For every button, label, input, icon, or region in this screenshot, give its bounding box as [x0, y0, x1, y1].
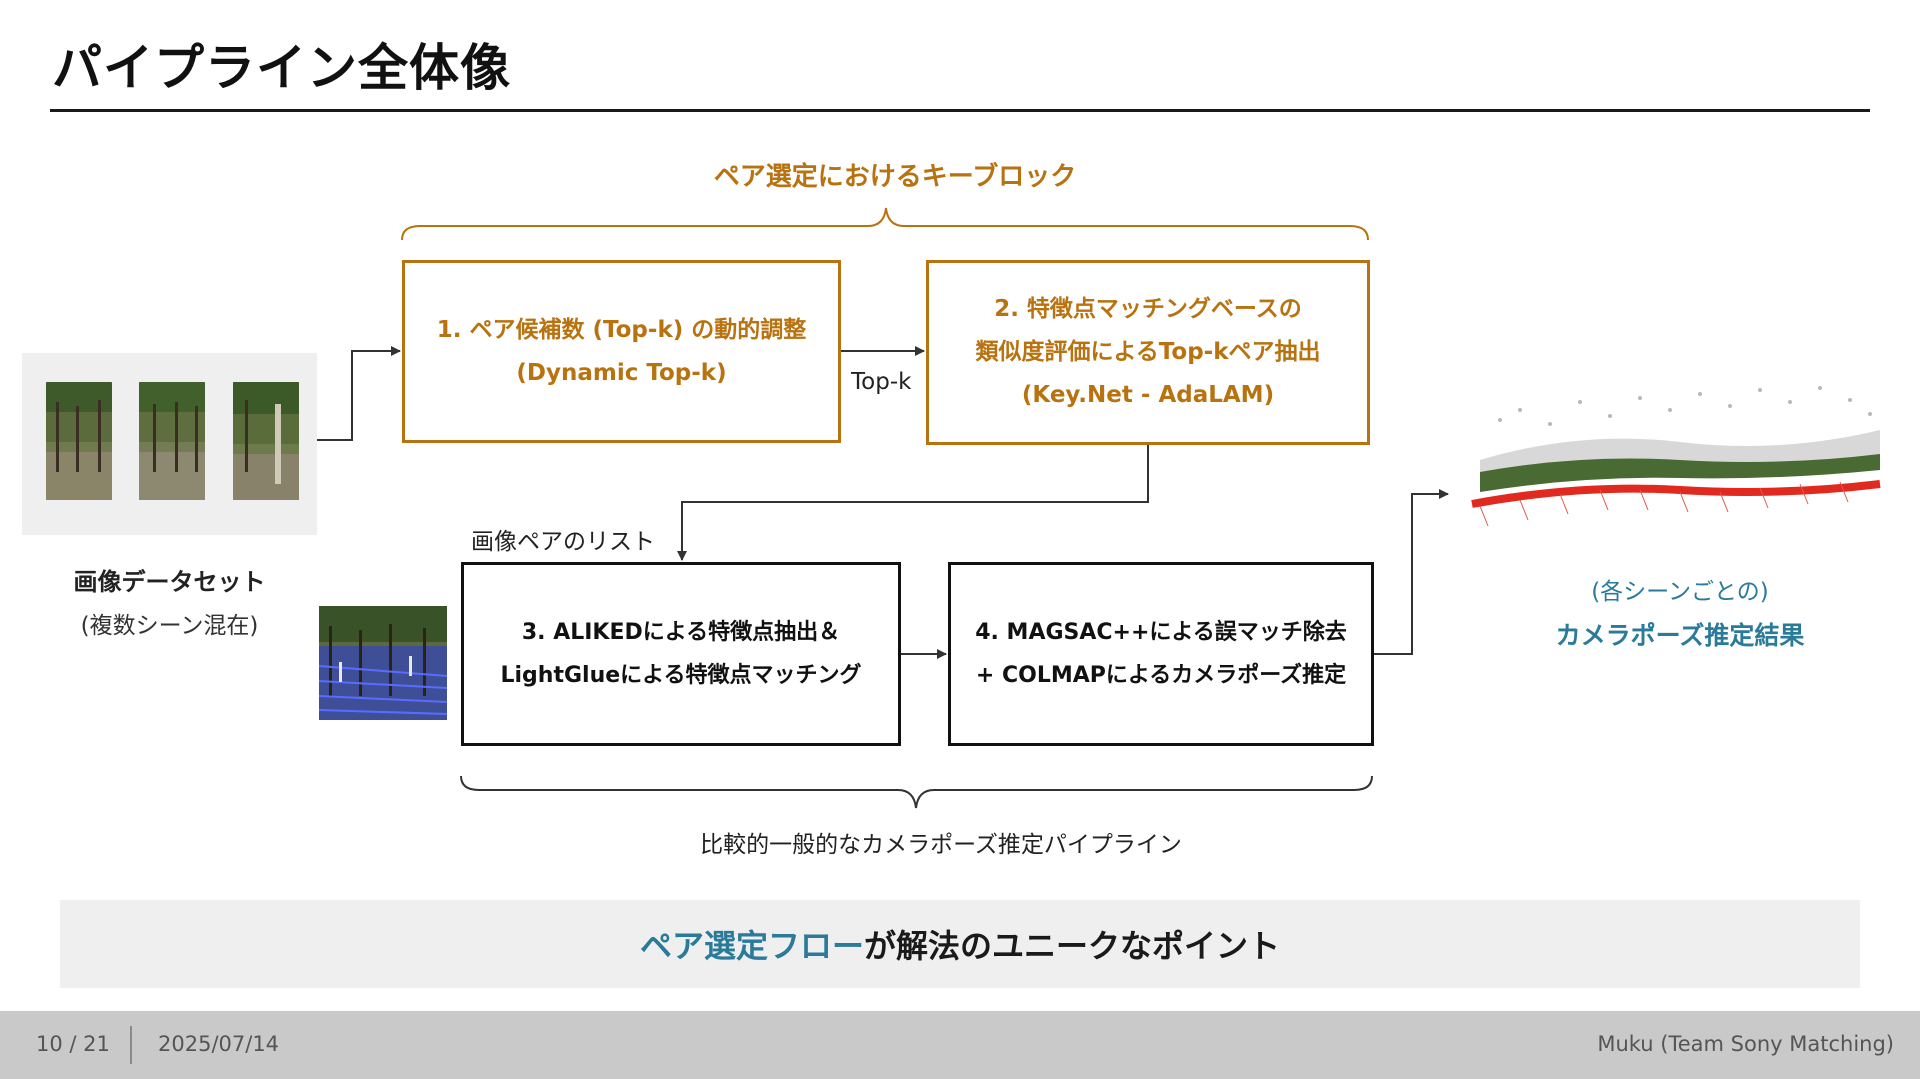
step1-line1: 1. ペア候補数 (Top-k) の動的調整: [436, 316, 807, 343]
step2-line3: (Key.Net - AdaLAM): [1021, 382, 1275, 408]
slide-footer: 10 / 21 2025/07/14 Muku (Team Sony Match…: [0, 1011, 1920, 1079]
arrow-box2-to-box3: [677, 445, 1149, 561]
footer-author: Muku (Team Sony Matching): [1597, 1032, 1894, 1056]
arrow-box4-to-result: [1374, 489, 1449, 655]
topk-arrow-label: Top-k: [851, 369, 912, 395]
step4-box: 4. MAGSAC++による誤マッチ除去 + COLMAPによるカメラポーズ推定: [948, 562, 1374, 746]
banner-text: が解法のユニークなポイント: [864, 927, 1281, 965]
step3-line2: LightGlueによる特徴点マッチング: [500, 663, 862, 688]
top-brace: [401, 207, 1369, 241]
step4-line2: + COLMAPによるカメラポーズ推定: [975, 663, 1347, 688]
matching-visualization-image: [319, 606, 447, 720]
pipeline-label: 比較的一般的なカメラポーズ推定パイプライン: [700, 832, 1182, 858]
title-divider: [50, 109, 1870, 112]
result-sublabel: (各シーンごとの): [1591, 579, 1769, 605]
dataset-image-1: [46, 382, 112, 500]
step2-box: 2. 特徴点マッチングベースの 類似度評価によるTop-kペア抽出 (Key.N…: [926, 260, 1370, 445]
step4-line1: 4. MAGSAC++による誤マッチ除去: [975, 620, 1347, 645]
camera-pose-result-image: [1471, 386, 1881, 527]
arrow-dataset-to-box1: [300, 346, 401, 441]
page-title: パイプライン全体像: [52, 39, 511, 97]
dataset-image-2: [139, 382, 205, 500]
step3-box: 3. ALIKEDによる特徴点抽出＆ LightGlueによる特徴点マッチング: [461, 562, 901, 746]
page-number: 10 / 21: [36, 1032, 110, 1056]
step1-box: 1. ペア候補数 (Top-k) の動的調整 (Dynamic Top-k): [402, 260, 841, 443]
footer-date: 2025/07/14: [158, 1032, 280, 1056]
dataset-image-3: [233, 382, 299, 500]
dataset-sublabel: (複数シーン混在): [80, 613, 259, 639]
pair-list-label: 画像ペアのリスト: [471, 529, 655, 555]
dataset-label: 画像データセット: [73, 568, 266, 596]
key-block-label: ペア選定におけるキーブロック: [713, 162, 1077, 192]
result-label: カメラポーズ推定結果: [1555, 621, 1805, 650]
bottom-brace: [460, 775, 1373, 809]
banner-highlight: ペア選定フロー: [639, 927, 864, 965]
step1-line2: (Dynamic Top-k): [516, 359, 727, 386]
key-point-banner: ペア選定フローが解法のユニークなポイント: [60, 900, 1860, 988]
footer-divider: [130, 1026, 132, 1064]
step2-line2: 類似度評価によるTop-kペア抽出: [975, 339, 1321, 365]
step2-line1: 2. 特徴点マッチングベースの: [994, 296, 1302, 322]
step3-line1: 3. ALIKEDによる特徴点抽出＆: [521, 620, 841, 645]
